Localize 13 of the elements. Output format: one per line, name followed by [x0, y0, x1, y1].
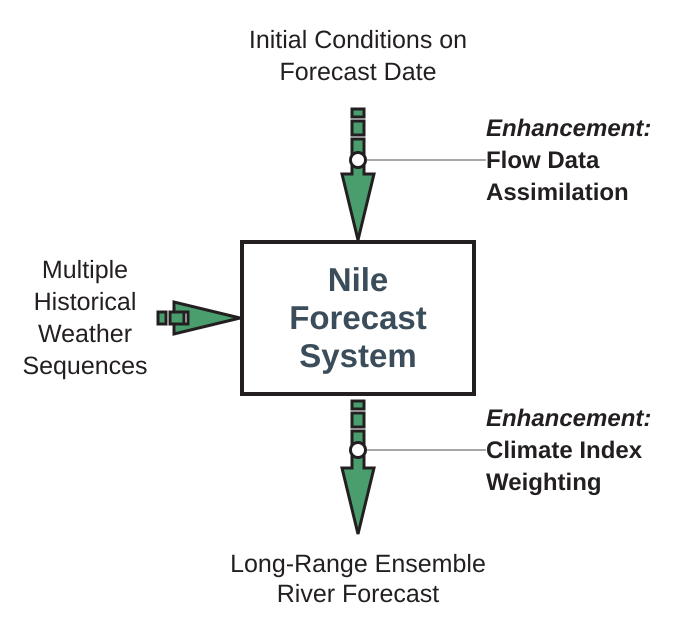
leader-line: [367, 449, 486, 451]
enhancement-heading: Enhancement:: [486, 404, 652, 434]
block-arrow: [340, 400, 376, 536]
block-arrow: [340, 108, 376, 242]
flow-label: Long-Range Ensemble River Forecast: [228, 534, 488, 624]
leader-line: [367, 159, 486, 161]
process-box: Nile Forecast System: [240, 240, 476, 396]
flow-label: Multiple Historical Weather Sequences: [14, 254, 156, 382]
enhancement-text: Flow Data Assimilation: [486, 146, 630, 208]
enhancement-heading: Enhancement:: [486, 114, 652, 144]
enhancement-text: Climate Index Weighting: [486, 436, 644, 498]
block-arrow: [156, 300, 242, 336]
flow-label: Initial Conditions on Forecast Date: [228, 8, 488, 104]
